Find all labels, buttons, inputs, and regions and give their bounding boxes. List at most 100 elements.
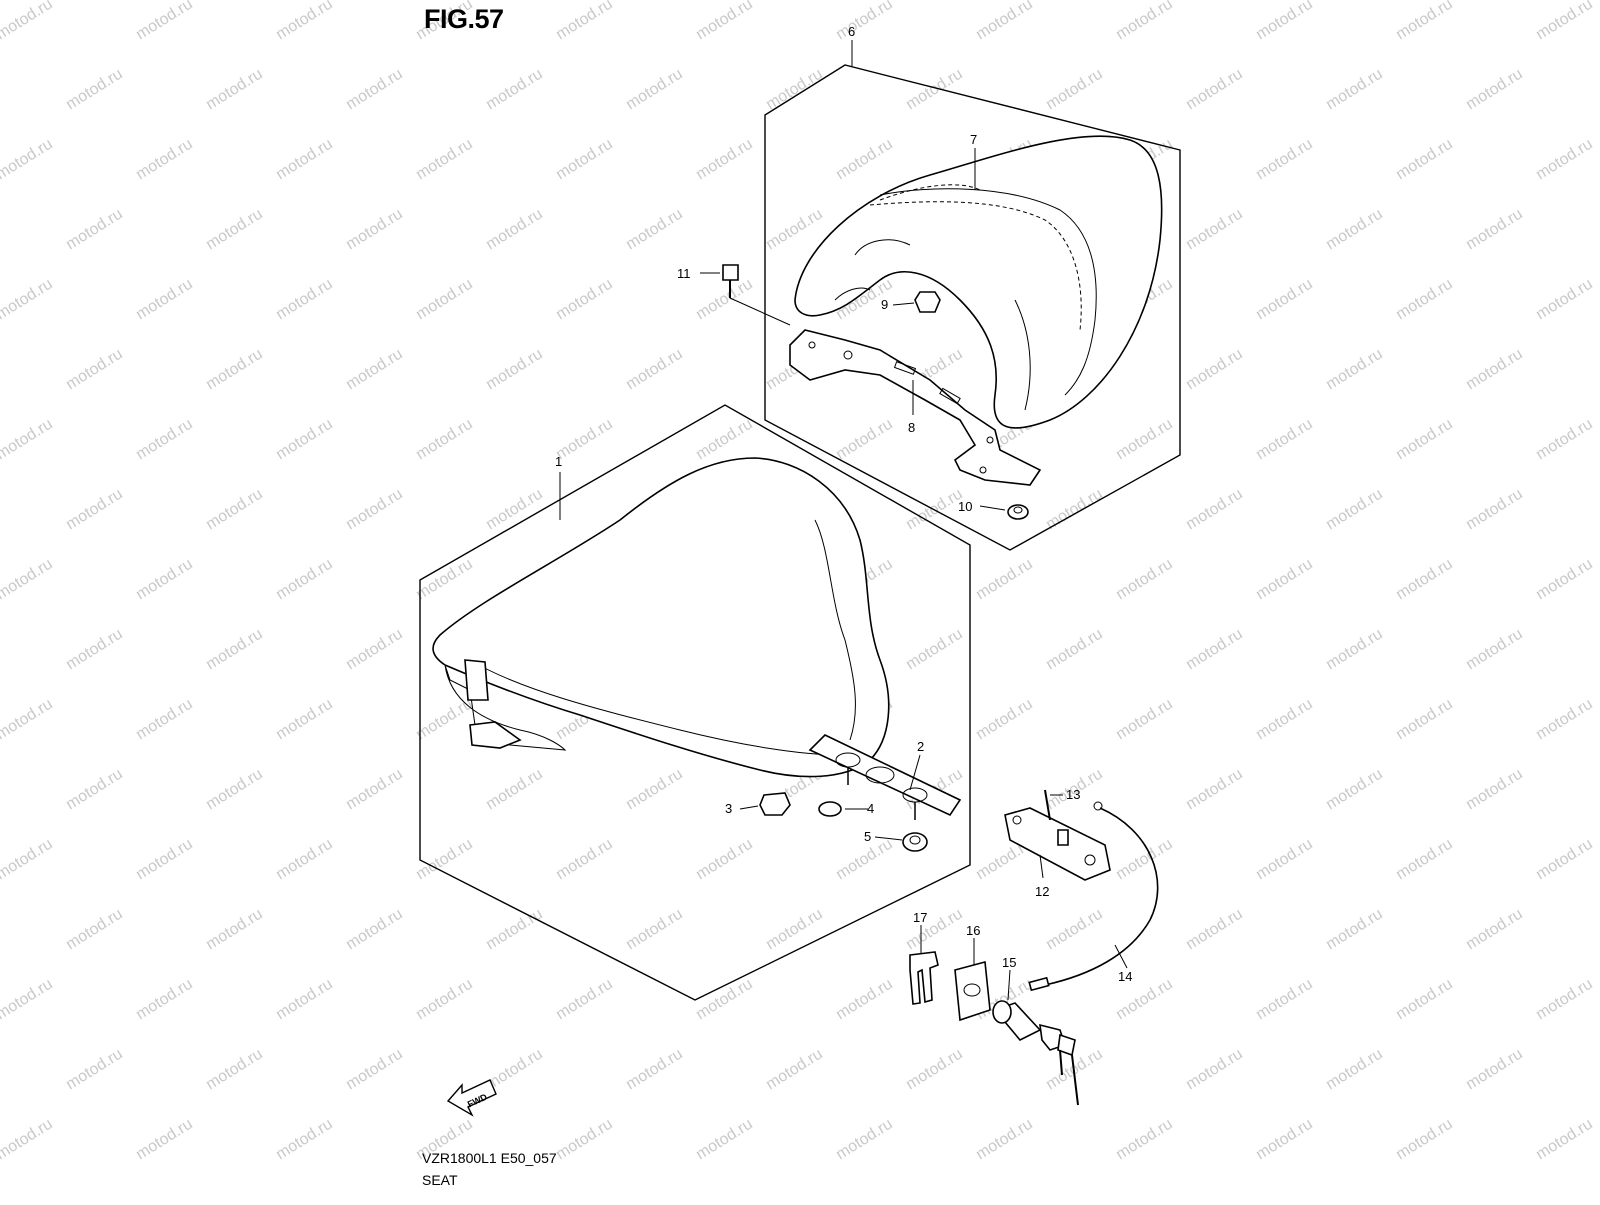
- seat-lock-housing: [1004, 807, 1111, 881]
- rear-seat-assembly-box: [764, 64, 1181, 551]
- watermark-text: motod.ru: [903, 1046, 966, 1094]
- watermark-text: motod.ru: [133, 836, 196, 884]
- watermark-text: motod.ru: [1323, 626, 1386, 674]
- watermark-text: motod.ru: [343, 1046, 406, 1094]
- front-seat-bracket: [808, 734, 962, 820]
- watermark-text: motod.ru: [553, 136, 616, 184]
- watermark-text: motod.ru: [273, 1116, 336, 1164]
- watermark-text: motod.ru: [1043, 626, 1106, 674]
- watermark-text: motod.ru: [1463, 206, 1526, 254]
- nut-icon: [1007, 504, 1029, 520]
- watermark-text: motod.ru: [0, 0, 56, 43]
- watermark-text: motod.ru: [693, 1116, 756, 1164]
- part-label-11: 11: [677, 266, 691, 281]
- watermark-text: motod.ru: [763, 906, 826, 954]
- watermark-text: motod.ru: [763, 66, 826, 114]
- watermark-text: motod.ru: [1183, 1046, 1246, 1094]
- part-labels: 1 2 3 4 5 6 7 8 9 10 11 12 13 14 15 16 1…: [555, 24, 1132, 984]
- watermark-text: motod.ru: [1533, 276, 1596, 324]
- part-label-13: 13: [1066, 787, 1080, 802]
- watermark-text: motod.ru: [1253, 836, 1316, 884]
- bolt-icon: [722, 264, 791, 326]
- retaining-clip-icon: [909, 951, 939, 1005]
- grommet-icon: [914, 291, 941, 313]
- watermark-text: motod.ru: [903, 66, 966, 114]
- watermark-text: motod.ru: [0, 276, 56, 324]
- watermark-text: motod.ru: [343, 766, 406, 814]
- part-label-7: 7: [970, 132, 977, 147]
- watermark-text: motod.ru: [203, 206, 266, 254]
- watermark-text: motod.ru: [273, 976, 336, 1024]
- part-label-5: 5: [864, 829, 871, 844]
- part-label-10: 10: [958, 499, 972, 514]
- watermark-text: motod.ru: [623, 906, 686, 954]
- watermark-text: motod.ru: [273, 276, 336, 324]
- part-label-6: 6: [848, 24, 855, 39]
- watermark-text: motod.ru: [1393, 836, 1456, 884]
- watermark-text: motod.ru: [693, 976, 756, 1024]
- watermark-text: motod.ru: [973, 0, 1036, 43]
- watermark-text: motod.ru: [273, 416, 336, 464]
- watermark-text: motod.ru: [273, 836, 336, 884]
- watermark-text: motod.ru: [1463, 486, 1526, 534]
- watermark-text: motod.ru: [1183, 906, 1246, 954]
- watermark-text: motod.ru: [133, 1116, 196, 1164]
- watermark-text: motod.ru: [133, 416, 196, 464]
- watermark-text: motod.ru: [1533, 696, 1596, 744]
- figure-code: VZR1800L1 E50_057: [422, 1150, 557, 1166]
- watermark-text: motod.ru: [0, 696, 56, 744]
- watermark-text: motod.ru: [973, 1116, 1036, 1164]
- watermark-text: motod.ru: [343, 346, 406, 394]
- watermark-text: motod.ru: [63, 626, 126, 674]
- watermark-text: motod.ru: [63, 66, 126, 114]
- watermark-text: motod.ru: [1113, 416, 1176, 464]
- watermark-text: motod.ru: [1463, 626, 1526, 674]
- watermark-text: motod.ru: [1393, 556, 1456, 604]
- watermark-text: motod.ru: [693, 836, 756, 884]
- forward-arrow-icon: FWD: [446, 1079, 497, 1117]
- plate-hole: [963, 983, 981, 997]
- cushion-icon: [759, 792, 791, 816]
- lock-plate-icon: [954, 960, 991, 1022]
- watermark-text: motod.ru: [1323, 766, 1386, 814]
- part-label-4: 4: [867, 801, 874, 816]
- part-label-3: 3: [725, 801, 732, 816]
- watermark-text: motod.ru: [1253, 0, 1316, 43]
- watermark-text: motod.ru: [203, 1046, 266, 1094]
- watermark-text: motod.ru: [203, 486, 266, 534]
- watermark-text: motod.ru: [1533, 836, 1596, 884]
- watermark-text: motod.ru: [553, 416, 616, 464]
- watermark-text: motod.ru: [1253, 136, 1316, 184]
- watermark-text: motod.ru: [343, 206, 406, 254]
- watermark-text: motod.ru: [1253, 976, 1316, 1024]
- watermark-text: motod.ru: [1463, 1046, 1526, 1094]
- watermark-text: motod.ru: [413, 836, 476, 884]
- watermark-text: motod.ru: [1463, 906, 1526, 954]
- watermark-text: motod.ru: [1183, 766, 1246, 814]
- cable-end-icon: [1093, 801, 1103, 811]
- watermark-text: motod.ru: [1113, 836, 1176, 884]
- watermark-text: motod.ru: [1043, 906, 1106, 954]
- lock-nut-icon: [902, 832, 928, 852]
- watermark-text: motod.ru: [273, 136, 336, 184]
- watermark-text: motod.ru: [63, 906, 126, 954]
- watermark-text: motod.ru: [833, 416, 896, 464]
- watermark-text: motod.ru: [483, 66, 546, 114]
- watermark-text: motod.ru: [273, 696, 336, 744]
- figure-title: FIG.57: [424, 4, 504, 34]
- watermark-text: motod.ru: [1253, 416, 1316, 464]
- watermark-text: motod.ru: [623, 66, 686, 114]
- watermark-text: motod.ru: [273, 0, 336, 43]
- watermark-text: motod.ru: [1113, 696, 1176, 744]
- watermark-text: motod.ru: [343, 66, 406, 114]
- watermark-text: motod.ru: [553, 1116, 616, 1164]
- watermark-text: motod.ru: [833, 1116, 896, 1164]
- part-label-1: 1: [555, 454, 562, 469]
- part-label-14: 14: [1118, 969, 1132, 984]
- watermark-text: motod.ru: [553, 0, 616, 43]
- watermark-text: motod.ru: [833, 976, 896, 1024]
- watermark-text: motod.ru: [413, 276, 476, 324]
- part-label-16: 16: [966, 923, 980, 938]
